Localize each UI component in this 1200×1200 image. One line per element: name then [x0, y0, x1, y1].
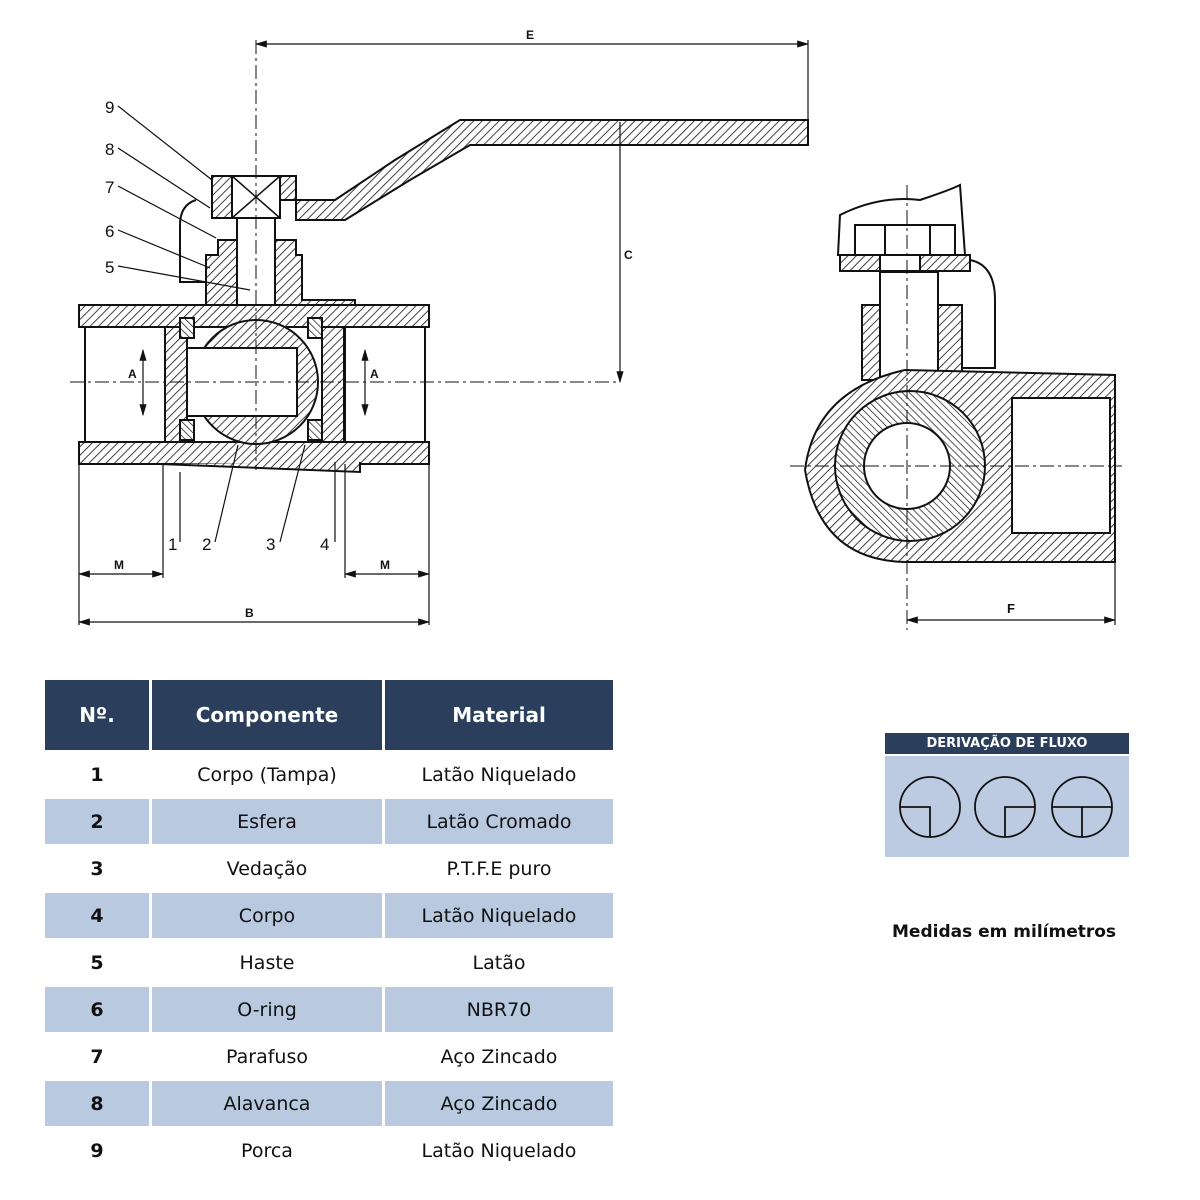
units-note: Medidas em milímetros	[892, 922, 1117, 942]
row-material: Latão Niquelado	[385, 750, 613, 797]
seat-left-low	[179, 419, 195, 441]
row-material: Latão	[385, 938, 613, 985]
row-number: 2	[45, 797, 152, 844]
hex-nut	[854, 224, 956, 256]
seat-right-low	[307, 419, 323, 441]
callout-1: 1	[168, 535, 177, 554]
row-number: 9	[45, 1126, 152, 1173]
dim-f-label: F	[1007, 601, 1015, 616]
table-row: 1 Corpo (Tampa) Latão Niquelado	[45, 750, 613, 797]
dim-m-right-label: M	[380, 558, 390, 572]
row-component: Alavanca	[152, 1079, 385, 1126]
flow-tee-icon	[1051, 776, 1113, 838]
callout-3: 3	[266, 535, 275, 554]
row-component: Corpo	[152, 891, 385, 938]
callout-numbers: 1 2 3 4 5 6 7 8 9	[105, 98, 329, 554]
table-header-row: Nº. Componente Material	[45, 680, 613, 750]
callout-6: 6	[105, 222, 114, 241]
row-component: O-ring	[152, 985, 385, 1032]
table-row: 7 Parafuso Aço Zincado	[45, 1032, 613, 1079]
row-number: 5	[45, 938, 152, 985]
parts-table: Nº. Componente Material 1 Corpo (Tampa) …	[45, 680, 613, 1173]
dimension-lines	[77, 40, 810, 626]
flow-derivation-title: DERIVAÇÃO DE FLUXO	[885, 733, 1129, 756]
row-component: Corpo (Tampa)	[152, 750, 385, 797]
flow-symbols	[899, 776, 1113, 838]
dim-m-left-label: M	[114, 558, 124, 572]
row-component: Parafuso	[152, 1032, 385, 1079]
dim-b-label: B	[245, 606, 254, 620]
row-material: Latão Cromado	[385, 797, 613, 844]
dim-a-left-label: A	[128, 367, 137, 381]
row-material: Latão Niquelado	[385, 891, 613, 938]
row-number: 7	[45, 1032, 152, 1079]
row-material: Aço Zincado	[385, 1079, 613, 1126]
row-number: 1	[45, 750, 152, 797]
dim-e-label: E	[526, 28, 534, 42]
valve-technical-drawing: E C A A M M B F 1 2 3 4 5 6 7 8 9	[70, 28, 1122, 630]
flow-right-down-icon	[974, 776, 1036, 838]
nut-right	[279, 175, 297, 201]
table-row: 5 Haste Latão	[45, 938, 613, 985]
flow-left-down-icon	[899, 776, 961, 838]
seat-left	[179, 317, 195, 339]
row-number: 6	[45, 985, 152, 1032]
body-bottom-wall	[78, 441, 430, 465]
callout-5: 5	[105, 258, 114, 277]
row-component: Porca	[152, 1126, 385, 1173]
dim-a-right-label: A	[370, 367, 379, 381]
row-number: 4	[45, 891, 152, 938]
row-material: Latão Niquelado	[385, 1126, 613, 1173]
callout-4: 4	[320, 535, 329, 554]
dim-c-label: C	[624, 248, 633, 262]
lever	[295, 119, 809, 221]
table-row: 6 O-ring NBR70	[45, 985, 613, 1032]
table-row: 2 Esfera Latão Cromado	[45, 797, 613, 844]
row-component: Esfera	[152, 797, 385, 844]
dimension-labels: E C A A M M B F	[114, 28, 1015, 620]
callout-9: 9	[105, 98, 114, 117]
nut-left	[211, 175, 233, 219]
row-material: NBR70	[385, 985, 613, 1032]
row-number: 3	[45, 844, 152, 891]
header-material: Material	[385, 680, 613, 750]
seat-right	[307, 317, 323, 339]
front-section-view	[70, 40, 809, 474]
row-material: Aço Zincado	[385, 1032, 613, 1079]
row-component: Haste	[152, 938, 385, 985]
row-material: P.T.F.E puro	[385, 844, 613, 891]
table-row: 3 Vedação P.T.F.E puro	[45, 844, 613, 891]
row-component: Vedação	[152, 844, 385, 891]
callout-2: 2	[202, 535, 211, 554]
header-number: Nº.	[45, 680, 152, 750]
bonnet-neck	[205, 239, 356, 306]
callout-7: 7	[105, 178, 114, 197]
table-row: 8 Alavanca Aço Zincado	[45, 1079, 613, 1126]
table-row: 4 Corpo Latão Niquelado	[45, 891, 613, 938]
callout-8: 8	[105, 140, 114, 159]
row-number: 8	[45, 1079, 152, 1126]
side-section-view	[790, 183, 1122, 630]
table-row: 9 Porca Latão Niquelado	[45, 1126, 613, 1173]
header-component: Componente	[152, 680, 385, 750]
flow-derivation-panel: DERIVAÇÃO DE FLUXO	[885, 733, 1129, 857]
